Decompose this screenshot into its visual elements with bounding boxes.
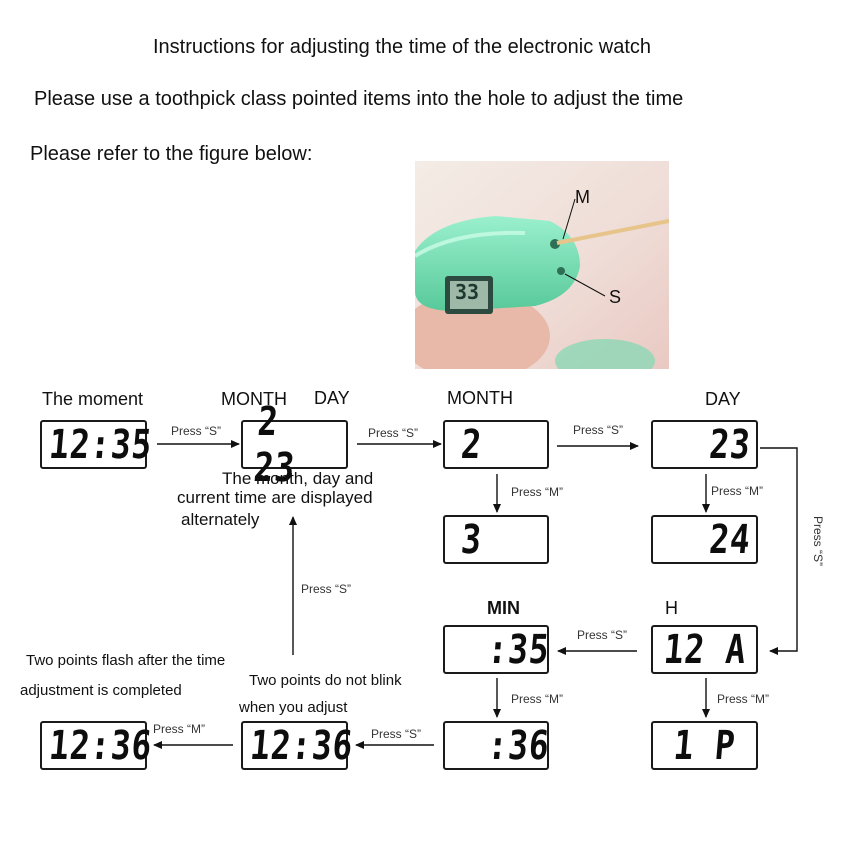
arrow-label: Press “S”	[301, 582, 352, 596]
arrow-label: Press “S”	[573, 423, 624, 437]
arrow-label: Press “S”	[811, 516, 825, 567]
lcd-min-next: :36	[443, 721, 551, 770]
lcd-month: 2	[443, 420, 549, 469]
arrow-label: Press “M”	[511, 485, 563, 499]
page-title: Instructions for adjusting the time of t…	[153, 36, 652, 58]
lcd-day-next: 24	[651, 515, 758, 564]
arrow-label: Press “M”	[717, 692, 769, 706]
note-alternate-line: The month, day and	[222, 469, 374, 488]
label-month-day-day: DAY	[314, 388, 350, 408]
arrow-day-to-hour	[760, 447, 798, 655]
watch-screen-digits: 33	[455, 280, 480, 304]
arrow-label: Press “M”	[511, 692, 563, 706]
watch-photo: M S 33	[415, 161, 669, 369]
label-min: MIN	[487, 598, 520, 618]
lcd-min: :35	[443, 625, 551, 674]
label-month-day-month: MONTH	[221, 389, 287, 409]
instruction-line: Please refer to the figure below:	[30, 143, 313, 165]
instruction-line: Please use a toothpick class pointed ite…	[34, 88, 684, 110]
lcd-month-day: 2 23	[241, 399, 348, 491]
arrow-label: Press “M”	[711, 484, 763, 498]
lcd-month-next: 3	[443, 515, 549, 564]
lcd-final: 12:36	[40, 721, 154, 770]
hole-m-label: M	[575, 187, 590, 207]
note-alternate-line: current time are displayed	[177, 488, 373, 507]
lcd-moment: 12:35	[40, 420, 154, 469]
lcd-hour: 12 A	[651, 625, 758, 674]
note-alternate-line: alternately	[181, 510, 260, 529]
watch-illustration	[415, 161, 669, 369]
lcd-day: 23	[651, 420, 758, 469]
arrow-label: Press “S”	[577, 628, 628, 642]
label-month: MONTH	[447, 388, 513, 408]
note-flash-line: adjustment is completed	[20, 682, 182, 699]
note-flash-line: Two points flash after the time	[26, 652, 226, 669]
lcd-hour-next: 1 P	[651, 721, 758, 770]
note-no-blink-line: Two points do not blink	[249, 672, 402, 689]
label-h: H	[665, 598, 678, 618]
arrow-label: Press “S”	[371, 727, 422, 741]
hole-s-label: S	[609, 287, 622, 307]
note-no-blink-line: when you adjust	[239, 699, 348, 716]
arrow-label: Press “S”	[171, 424, 222, 438]
arrow-label: Press “M”	[153, 722, 205, 736]
lcd-adjusting: 12:36	[241, 721, 355, 770]
arrow-label: Press “S”	[368, 426, 419, 440]
label-day: DAY	[705, 389, 741, 409]
label-moment: The moment	[42, 389, 144, 409]
